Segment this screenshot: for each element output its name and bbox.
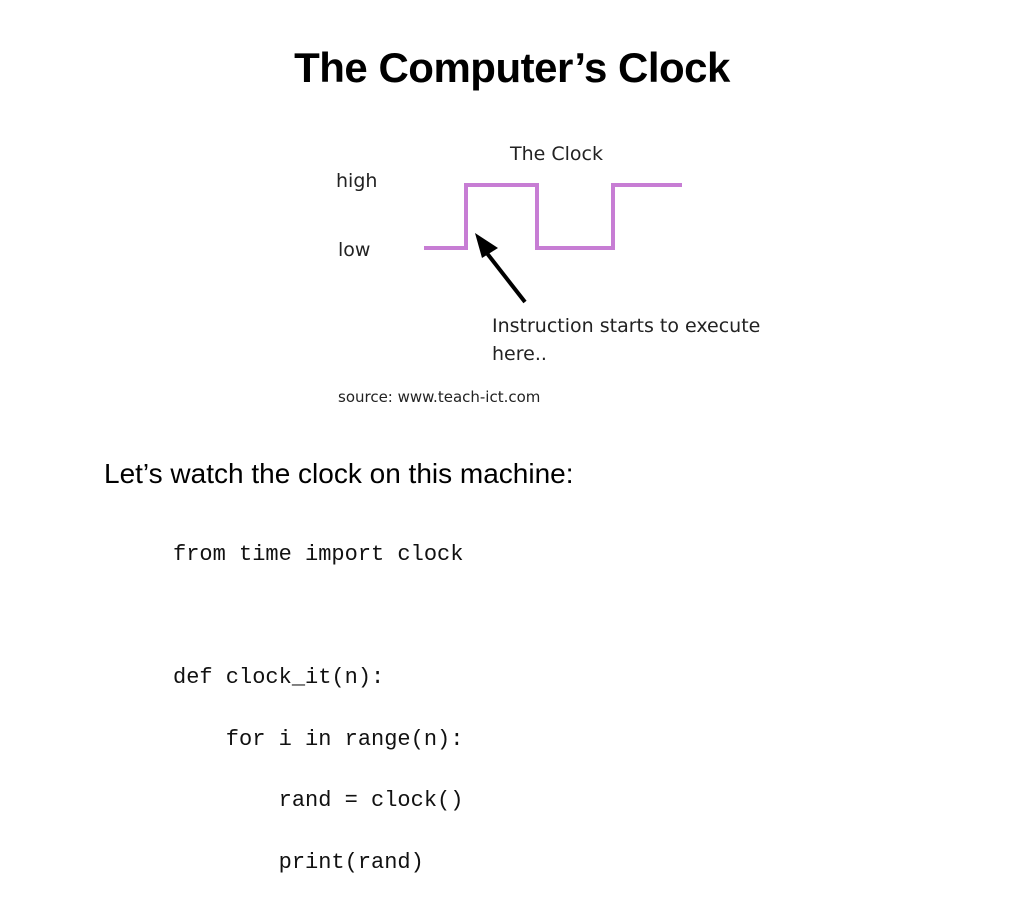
low-level-label: low [338, 239, 371, 261]
annotation-line-1: Instruction starts to execute [492, 315, 761, 337]
code-block: from time import clock def clock_it(n): … [173, 540, 463, 910]
code-line: for i in range(n): [173, 726, 464, 752]
code-line: print(rand) [173, 849, 424, 875]
clock-diagram-svg [424, 183, 682, 304]
source-credit: source: www.teach-ict.com [338, 388, 541, 406]
code-line: from time import clock [173, 542, 464, 567]
instruction-arrow-head [475, 233, 498, 258]
intro-text: Let’s watch the clock on this machine: [104, 458, 574, 489]
clock-diagram: The Clock high low Instruction starts to… [320, 130, 800, 420]
instruction-arrow-shaft [484, 250, 527, 304]
annotation-line-2: here.. [492, 343, 547, 365]
code-line: def clock_it(n): [173, 665, 385, 691]
slide-title: The Computer’s Clock [294, 44, 730, 91]
code-line: rand = clock() [173, 788, 464, 814]
code-line [173, 602, 463, 633]
high-level-label: high [336, 170, 378, 192]
diagram-title: The Clock [510, 143, 603, 165]
clock-waveform [424, 183, 682, 250]
